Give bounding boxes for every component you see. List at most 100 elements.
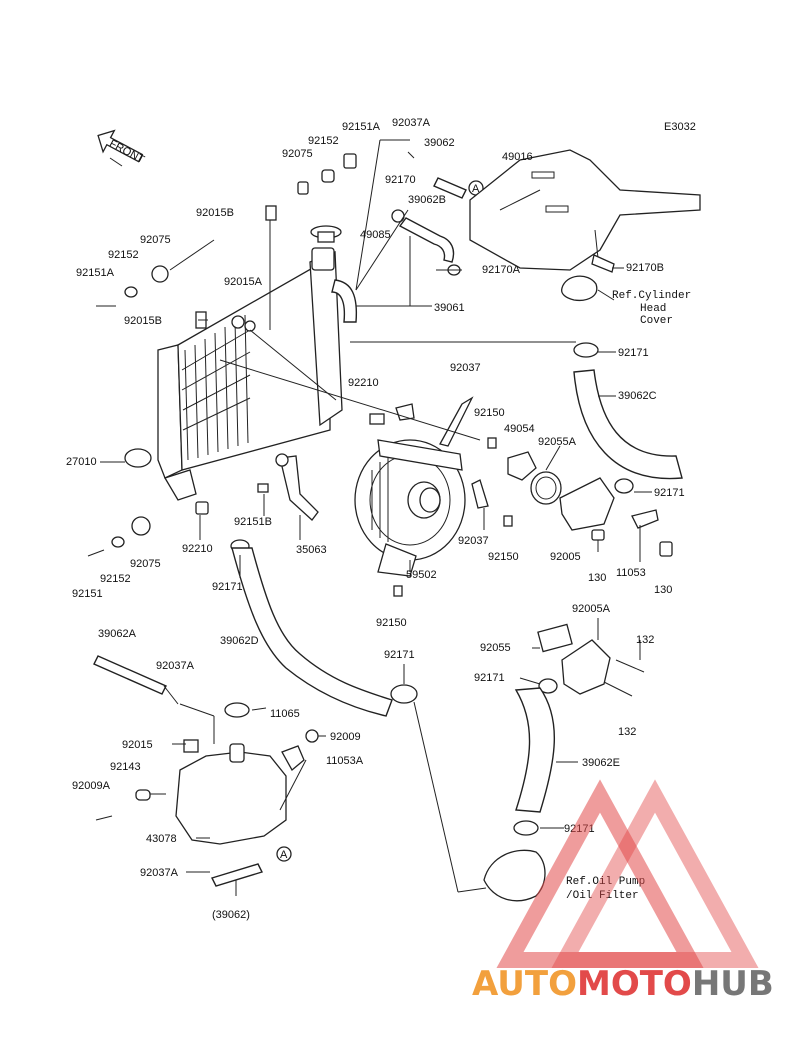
part-label-25: 27010	[66, 456, 97, 468]
part-label-28: 92151B	[234, 516, 272, 528]
part-label-62: (39062)	[212, 909, 250, 921]
ref-oil-line-1: Ref.Oil Pump	[566, 876, 645, 888]
part-label-42: 92150	[376, 617, 407, 629]
part-labels: 92151A 92152 92075 92037A 39062 49016 92…	[66, 117, 685, 921]
ref-cylinder-line-3: Cover	[640, 315, 673, 327]
part-label-37: 11053	[616, 567, 646, 579]
part-label-48: 92171	[384, 649, 415, 661]
ref-cylinder-line-1: Ref.Cylinder	[612, 290, 691, 302]
part-label-44: 39062A	[98, 628, 137, 640]
part-label-17: 92015B	[124, 315, 162, 327]
part-label-31: 92005	[550, 551, 581, 563]
part-label-32: 92210	[182, 543, 213, 555]
part-label-2: 92152	[308, 135, 339, 147]
part-label-23: 92150	[474, 407, 505, 419]
part-label-46: 92055	[480, 642, 511, 654]
watermark-auto: AUTO	[472, 964, 577, 1004]
part-label-51: 11065	[270, 708, 300, 720]
hose-39062A	[93, 655, 167, 695]
part-label-11: 92075	[140, 234, 171, 246]
oil-pump-fitting	[483, 849, 546, 902]
part-label-43: 92005A	[572, 603, 611, 615]
clamps-92171	[230, 342, 634, 836]
thermostat-49054	[507, 451, 673, 557]
watermark-hub: HUB	[692, 964, 774, 1004]
part-label-52: 132	[618, 726, 636, 738]
part-label-24: 49054	[504, 423, 535, 435]
part-label-9: 92015B	[196, 207, 234, 219]
part-label-29: 35063	[296, 544, 327, 556]
fasteners-upper	[96, 153, 357, 332]
watermark-text: AUTOMOTOHUB	[472, 964, 774, 1004]
ref-oil-line-2: /Oil Filter	[566, 890, 639, 902]
part-label-57: 92009A	[72, 780, 111, 792]
part-label-53: 92015	[122, 739, 153, 751]
part-label-41: 92151	[72, 588, 103, 600]
reservoir-43078: A	[95, 702, 319, 887]
part-label-10: 49085	[360, 229, 391, 241]
part-label-47: 132	[636, 634, 654, 646]
part-label-38: 130	[654, 584, 672, 596]
part-label-6: 49016	[502, 151, 533, 163]
part-label-18: 39061	[434, 302, 465, 314]
hose-39062D	[231, 547, 393, 717]
diagram-code: E3032	[664, 121, 696, 133]
fitting-92005A	[537, 623, 645, 697]
ref-oil-pump: Ref.Oil Pump /Oil Filter	[566, 876, 645, 902]
leader-lines	[100, 139, 652, 896]
part-label-5: 39062	[424, 137, 455, 149]
front-arrow-icon: FRONT	[97, 129, 147, 167]
watermark-moto: MOTO	[577, 964, 692, 1004]
ref-cylinder-line-2: Head	[640, 303, 666, 315]
part-label-35: 59502	[406, 569, 437, 581]
part-label-49: 92037A	[156, 660, 195, 672]
part-label-59: 43078	[146, 833, 177, 845]
hose-39062E	[514, 687, 555, 813]
part-label-1: 92151A	[342, 121, 381, 133]
watermark-logo: AUTOMOTOHUB	[472, 779, 774, 1004]
part-label-21: 92037	[450, 362, 481, 374]
part-label-58: 39062E	[582, 757, 620, 769]
hose-39062B	[391, 209, 461, 276]
part-label-45: 39062D	[220, 635, 259, 647]
part-label-34: 92075	[130, 558, 161, 570]
part-label-26: 92055A	[538, 436, 577, 448]
hose-39062C	[573, 369, 683, 480]
ref-cylinder-head-cover: Ref.Cylinder Head Cover	[612, 290, 691, 327]
hose-39062: A	[407, 151, 484, 199]
front-label: FRONT	[107, 138, 146, 167]
part-label-7: 92170	[385, 174, 416, 186]
part-label-22: 39062C	[618, 390, 657, 402]
part-label-55: 92143	[110, 761, 141, 773]
radiator	[124, 205, 358, 501]
bracket-35063	[257, 453, 319, 521]
part-label-12: 92152	[108, 249, 139, 261]
part-label-4: 92037A	[392, 117, 431, 129]
part-label-3: 92075	[282, 148, 313, 160]
cover-plate-49016	[469, 149, 701, 302]
fasteners-lower-left	[87, 501, 209, 557]
watermark-triangle-icon	[496, 779, 759, 968]
part-label-39: 92152	[100, 573, 131, 585]
part-label-54: 92009	[330, 731, 361, 743]
part-label-50: 92171	[474, 672, 505, 684]
callout-a-1: A	[472, 183, 480, 195]
part-label-27: 92171	[654, 487, 685, 499]
part-label-30: 92037	[458, 535, 489, 547]
strap-92037	[471, 479, 489, 509]
part-label-16: 92170B	[626, 262, 664, 274]
part-label-40: 92171	[212, 581, 243, 593]
part-label-36: 130	[588, 572, 606, 584]
part-label-33: 92150	[488, 551, 519, 563]
callout-a-2: A	[280, 849, 288, 861]
part-label-8: 39062B	[408, 194, 446, 206]
part-label-15: 92170A	[482, 264, 521, 276]
part-label-56: 11053A	[326, 755, 364, 767]
fan-59502	[354, 396, 513, 597]
part-label-61: 92037A	[140, 867, 179, 879]
part-label-14: 92015A	[224, 276, 263, 288]
radiator-cap	[310, 225, 342, 243]
part-label-20: 92210	[348, 377, 379, 389]
part-label-13: 92151A	[76, 267, 115, 279]
